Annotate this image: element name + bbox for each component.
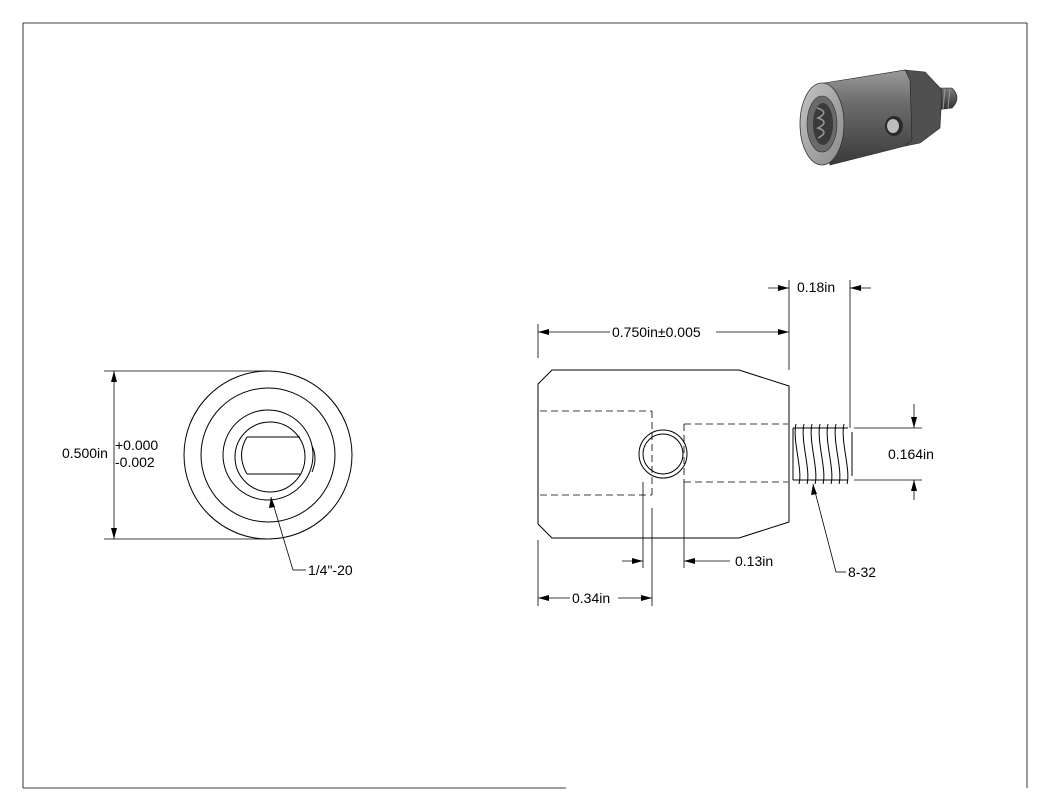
side-view: [537, 369, 853, 539]
threaded-stud: [792, 423, 853, 485]
hole-diameter-label: 0.13in: [735, 553, 773, 569]
front-thread-callout: 1/4"-20: [269, 496, 353, 578]
stud-thread-callout: 8-32: [811, 483, 876, 580]
side-length-dimension: 0.750in±0.005: [537, 324, 790, 370]
front-diameter-dimension: 0.500in +0.000 -0.002: [62, 370, 268, 540]
front-view: [183, 370, 353, 540]
drawing-border: [22, 22, 1028, 789]
hole-diameter-dimension: 0.13in: [622, 482, 773, 569]
side-length-label: 0.750in±0.005: [612, 324, 701, 340]
isometric-preview: [799, 69, 958, 166]
stud-diameter-dimension: 0.164in: [854, 404, 934, 500]
stud-thread-label: 8-32: [848, 564, 876, 580]
front-tolerance-lower: -0.002: [115, 454, 155, 470]
front-tolerance-upper: +0.000: [115, 437, 158, 453]
stud-diameter-label: 0.164in: [888, 446, 934, 462]
front-thread-label: 1/4"-20: [308, 562, 353, 578]
hole-position-label: 0.34in: [572, 590, 610, 606]
hole-position-dimension: 0.34in: [537, 508, 653, 606]
stud-length-dimension: 0.18in: [768, 279, 871, 428]
stud-length-label: 0.18in: [797, 279, 835, 295]
front-diameter-label: 0.500in: [62, 445, 108, 461]
